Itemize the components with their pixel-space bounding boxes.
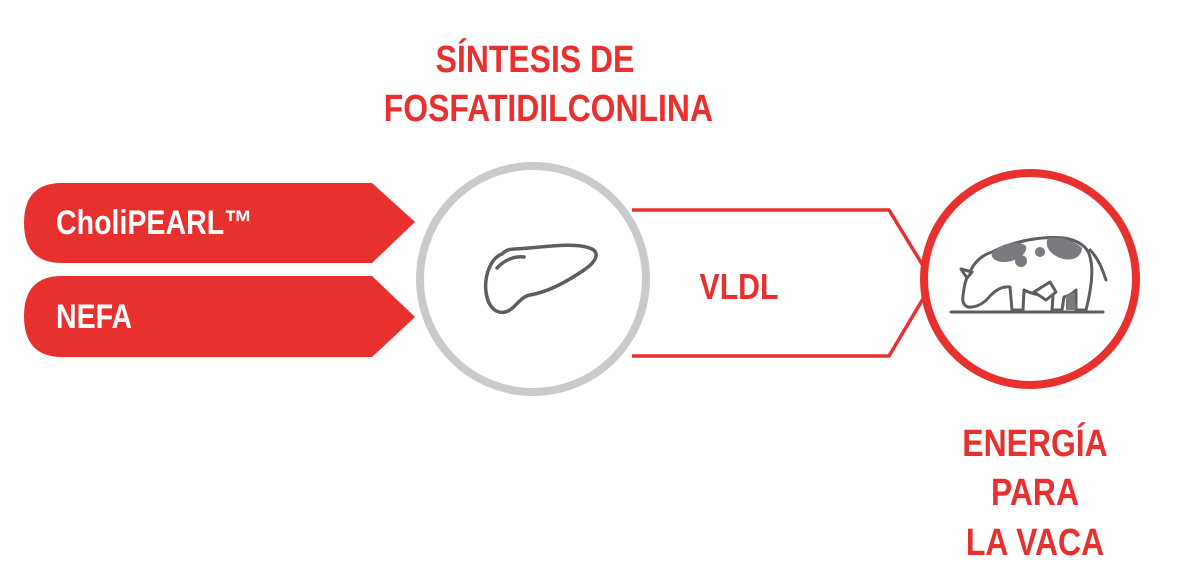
energy-title: ENERGÍA PARA LA VACA bbox=[926, 420, 1144, 568]
liver-icon bbox=[483, 243, 598, 315]
liver-ring bbox=[416, 162, 650, 396]
input-arrow-nefa bbox=[24, 276, 415, 357]
flow-diagram bbox=[24, 162, 1140, 396]
input-label-cholipearl: CholiPEARL™ bbox=[56, 204, 253, 242]
diagram-canvas: SÍNTESIS DE FOSFATIDILCONLINA CholiPEARL… bbox=[24, 36, 1140, 564]
energy-title-line1: ENERGÍA PARA bbox=[962, 423, 1108, 515]
cow-icon bbox=[949, 236, 1108, 314]
vldl-label: VLDL bbox=[699, 266, 779, 307]
synthesis-title: SÍNTESIS DE FOSFATIDILCONLINA bbox=[383, 36, 714, 135]
input-label-nefa: NEFA bbox=[56, 298, 133, 336]
synthesis-title-line1: SÍNTESIS DE bbox=[435, 39, 635, 81]
energy-title-line2: LA VACA bbox=[965, 521, 1105, 564]
input-arrow-cholipearl bbox=[24, 183, 415, 263]
synthesis-title-line2: FOSFATIDILCONLINA bbox=[383, 88, 714, 131]
